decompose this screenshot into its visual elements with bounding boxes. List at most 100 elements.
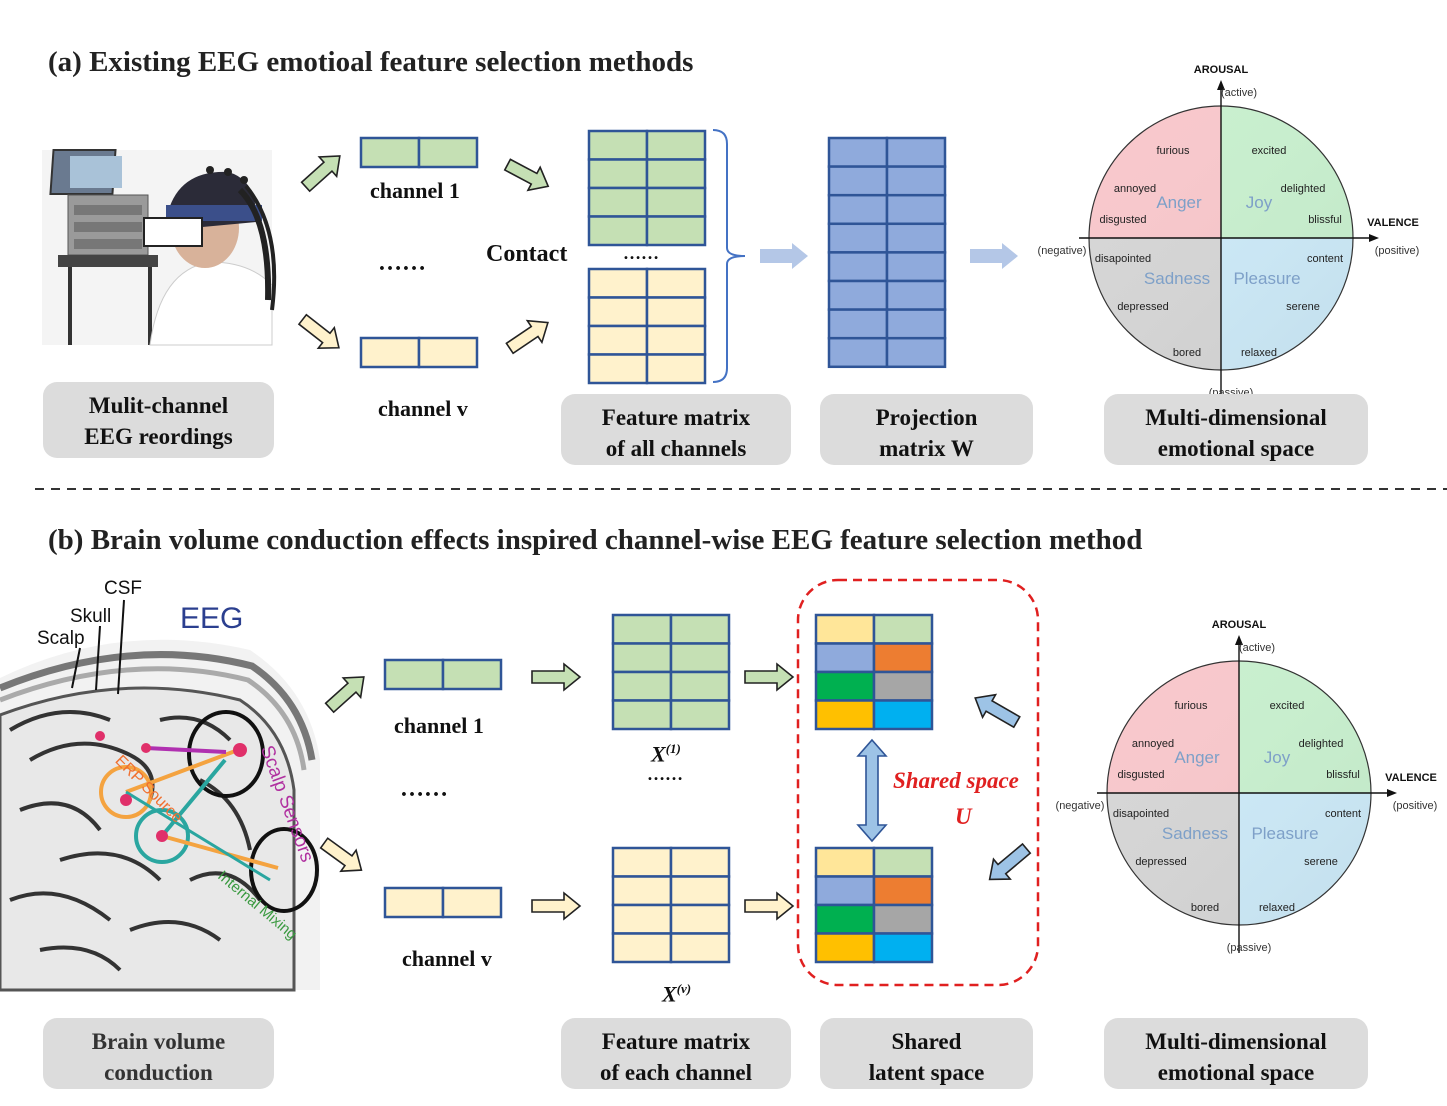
svg-text:Scalp: Scalp — [37, 628, 85, 649]
matrix-dots-b: …… — [647, 764, 683, 784]
emotion-word: relaxed — [1259, 902, 1295, 914]
quadrant-anger: Anger — [1174, 748, 1220, 767]
shared-cell — [872, 932, 934, 964]
x1-cell — [611, 699, 673, 731]
emotion-word: excited — [1270, 700, 1305, 712]
svg-text:CSF: CSF — [104, 578, 142, 599]
xv-cell — [669, 875, 731, 907]
projection-cell — [827, 136, 889, 168]
eeg-recording-photo — [42, 149, 277, 346]
x1-cell — [611, 642, 673, 674]
shared-cell — [814, 699, 876, 731]
emotion-word: bored — [1191, 902, 1219, 914]
xv-label: X(v) — [662, 981, 692, 1007]
active-label: (active) — [1221, 87, 1257, 99]
arrow-emotion-to-shared-bottom — [988, 842, 1032, 881]
matrix-cell-green — [587, 158, 649, 190]
valence-arrowhead — [1369, 234, 1379, 242]
xv-cell — [611, 875, 673, 907]
negative-label: (negative) — [1056, 800, 1105, 812]
matrix-cell-yellow — [587, 353, 649, 385]
channel-1-feature-bar-b — [383, 658, 503, 691]
svg-text:Skull: Skull — [70, 606, 111, 627]
quadrant-joy: Joy — [1264, 748, 1291, 767]
emotion-word: relaxed — [1241, 347, 1277, 359]
projection-cell — [827, 165, 889, 197]
channel-1-label: channel 1 — [370, 178, 460, 203]
xv-cell — [669, 846, 731, 878]
shared-matrix-top — [814, 613, 934, 731]
shared-cell — [814, 613, 876, 645]
negative-label: (negative) — [1038, 245, 1087, 257]
section-b-title: (b) Brain volume conduction effects insp… — [48, 524, 1143, 556]
shared-space-boundary — [796, 578, 1040, 987]
xv-cell — [611, 932, 673, 964]
quadrant-joy: Joy — [1246, 193, 1273, 212]
xv-cell — [669, 932, 731, 964]
arousal-label: AROUSAL — [1194, 64, 1249, 76]
concat-bracket — [712, 129, 746, 383]
emotion-word: disgusted — [1117, 769, 1164, 781]
shared-cell — [872, 875, 934, 907]
arousal-arrowhead — [1235, 635, 1243, 645]
valence-label: VALENCE — [1367, 217, 1419, 229]
shared-cell — [872, 699, 934, 731]
projection-cell — [827, 222, 889, 254]
positive-label: (positive) — [1393, 800, 1438, 812]
x1-cell — [669, 670, 731, 702]
arousal-label: AROUSAL — [1212, 619, 1267, 631]
shared-cell — [872, 642, 934, 674]
emotion-word: furious — [1174, 700, 1208, 712]
projection-cell — [827, 279, 889, 311]
shared-cell — [814, 903, 876, 935]
projection-cell — [885, 136, 947, 168]
matrix-cell-yellow — [645, 296, 707, 328]
shared-cell — [872, 903, 934, 935]
x1-cell — [669, 699, 731, 731]
emotion-word: furious — [1156, 145, 1190, 157]
arrow-channel-1-to-x1 — [531, 662, 582, 692]
brain-volume-conduction-illustration: CSF Skull Scalp EEG ERP Source Scalp Sen… — [0, 578, 320, 992]
matrix-cell-yellow — [645, 353, 707, 385]
shared-cell — [814, 875, 876, 907]
projection-cell — [827, 193, 889, 226]
xv-cell — [611, 903, 673, 935]
projection-matrix-w — [827, 136, 947, 369]
matrix-cell-green — [645, 158, 707, 190]
emotion-word: annoyed — [1114, 183, 1156, 195]
shared-matrix-bottom — [814, 846, 934, 964]
matrix-dots: …… — [623, 243, 659, 263]
matrix-cell-green — [587, 129, 649, 161]
shared-cell — [872, 846, 934, 878]
emotion-word: serene — [1286, 301, 1320, 313]
shared-double-arrow — [856, 738, 888, 843]
matrix-cell-green — [645, 129, 707, 161]
arrow-to-channel-1 — [300, 155, 341, 193]
emotion-word: content — [1307, 253, 1343, 265]
emotion-word: delighted — [1299, 738, 1344, 750]
emotion-word: depressed — [1117, 301, 1168, 313]
xv-cell — [611, 846, 673, 878]
arrow-to-channel-v — [297, 313, 340, 350]
shared-cell — [814, 642, 876, 674]
x1-cell — [611, 613, 673, 645]
projection-cell — [885, 308, 947, 340]
emotion-wheel-a: AROUSAL(active)(passive)VALENCE(positive… — [1038, 64, 1420, 399]
arrow-emotion-to-shared-top — [974, 693, 1021, 729]
shared-space-label: Shared space — [893, 768, 1019, 793]
quadrant-pleasure: Pleasure — [1251, 824, 1318, 843]
matrix-cell-green — [587, 215, 649, 247]
channel-1-label-b: channel 1 — [394, 713, 484, 738]
passive-label: (passive) — [1227, 942, 1272, 954]
flow-arrow — [760, 243, 808, 269]
quadrant-sadness: Sadness — [1144, 269, 1210, 288]
arrow-x1-to-shared — [744, 662, 795, 692]
channel-1-feature-bar — [359, 136, 479, 169]
emotion-word: content — [1325, 808, 1361, 820]
